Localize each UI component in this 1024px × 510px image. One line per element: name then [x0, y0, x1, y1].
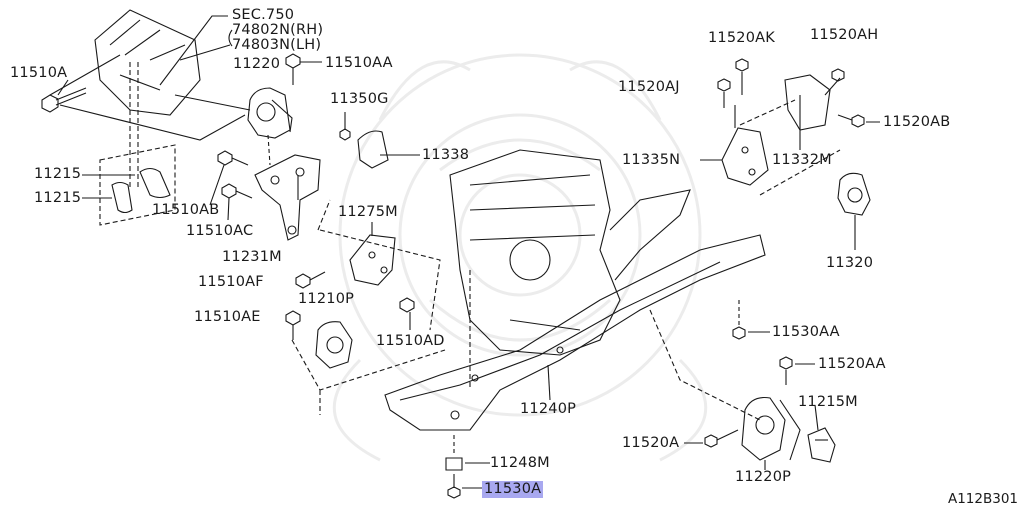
strap-11215-parts [82, 144, 176, 226]
label-11275M[interactable]: 11275M [338, 204, 398, 220]
label-sec750[interactable]: SEC.750 [232, 7, 295, 23]
diagram-reference-code: A112B301 [947, 491, 1018, 507]
label-11210P[interactable]: 11210P [298, 291, 355, 307]
bracket-11332M-part [739, 74, 841, 196]
label-11510AA[interactable]: 11510AA [325, 55, 393, 71]
bolt-11530AA-part [649, 300, 770, 421]
label-11215-top[interactable]: 11215 [34, 166, 82, 182]
label-11215-bottom[interactable]: 11215 [34, 190, 82, 206]
engine-block-outline [449, 149, 621, 356]
label-11350G[interactable]: 11350G [330, 91, 389, 107]
engine-mount-11210P-part [291, 321, 446, 415]
engine-mount-11220-part [247, 87, 293, 166]
bolt-11510AA-part [285, 53, 322, 85]
bolt-11510A-part [41, 79, 87, 113]
bracket-11338-part [339, 112, 420, 169]
label-11510AC[interactable]: 11510AC [186, 223, 254, 239]
label-11520AJ[interactable]: 11520AJ [618, 79, 680, 95]
label-11231M[interactable]: 11231M [222, 249, 282, 265]
label-11220P[interactable]: 11220P [735, 469, 792, 485]
bracket-11275M-part [317, 199, 441, 331]
label-11520AB[interactable]: 11520AB [883, 114, 951, 130]
bolt-11520AA-part [779, 356, 815, 385]
label-11510AF[interactable]: 11510AF [198, 274, 264, 290]
label-11510AD[interactable]: 11510AD [376, 333, 445, 349]
label-11520AK[interactable]: 11520AK [708, 30, 775, 46]
crossmember-11240P-part [384, 189, 766, 431]
label-74802n-rh[interactable]: 74802N(RH) [232, 22, 324, 38]
bolt-11520A-part [684, 429, 739, 448]
label-11520AH[interactable]: 11520AH [810, 27, 879, 43]
label-11220[interactable]: 11220 [233, 56, 281, 72]
side-member-outline [49, 9, 251, 190]
sec750-bracket-callout [159, 15, 233, 86]
label-11510AE[interactable]: 11510AE [194, 309, 261, 325]
bracket-11335N-part [700, 105, 769, 186]
bolt-11510AB-11510AC-parts [209, 150, 253, 221]
label-11510AB[interactable]: 11510AB [152, 202, 220, 218]
engine-mount-11320-part [837, 172, 871, 250]
label-74803n-lh[interactable]: 74803N(LH) [232, 37, 322, 53]
label-11530A-highlighted[interactable]: 11530A [482, 481, 544, 498]
label-11240P[interactable]: 11240P [520, 401, 577, 417]
bolt-11510AF-11510AE-11510AD-parts [285, 271, 415, 340]
clip-11215M-part [807, 404, 836, 463]
label-11248M[interactable]: 11248M [490, 455, 550, 471]
label-11332M[interactable]: 11332M [772, 152, 832, 168]
label-11520AA[interactable]: 11520AA [818, 356, 886, 372]
label-11530AA[interactable]: 11530AA [772, 324, 840, 340]
label-11520A[interactable]: 11520A [622, 435, 680, 451]
label-11320[interactable]: 11320 [826, 255, 874, 271]
washer-bolt-11248M-11530A-parts [445, 435, 490, 499]
label-11335N[interactable]: 11335N [622, 152, 681, 168]
watermark-emblem [332, 53, 708, 462]
label-11215M[interactable]: 11215M [798, 394, 858, 410]
bolt-11520AK-11520AJ-11520AH-11520AB-parts [717, 58, 880, 128]
label-11510A[interactable]: 11510A [10, 65, 68, 81]
engine-mount-11220P-part [741, 396, 801, 470]
bracket-11231M-part [254, 154, 321, 241]
label-11338[interactable]: 11338 [422, 147, 470, 163]
